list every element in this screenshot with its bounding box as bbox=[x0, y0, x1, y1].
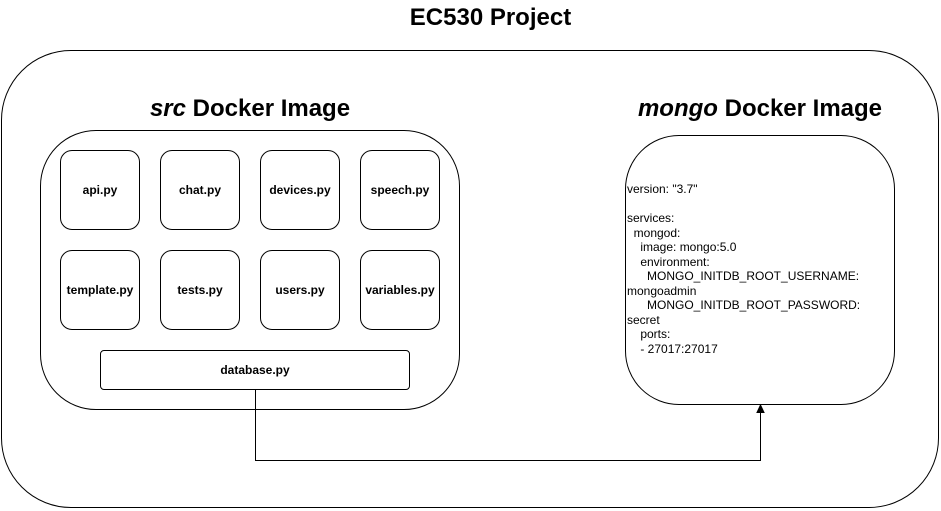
config-line: environment: bbox=[627, 254, 710, 269]
config-line: mongod: bbox=[627, 225, 681, 240]
file-database: database.py bbox=[100, 350, 410, 390]
mongo-image-title: mongo Docker Image bbox=[600, 95, 920, 123]
file-users: users.py bbox=[260, 250, 340, 330]
config-line: MONGO_INITDB_ROOT_USERNAME: bbox=[627, 269, 860, 283]
config-line: secret bbox=[627, 312, 660, 327]
src-image-name: src bbox=[149, 95, 186, 122]
file-variables: variables.py bbox=[360, 250, 440, 330]
config-line: image: mongo:5.0 bbox=[627, 240, 737, 254]
file-speech: speech.py bbox=[360, 150, 440, 230]
src-image-label: Docker Image bbox=[185, 95, 351, 122]
config-line: - 27017:27017 bbox=[627, 341, 718, 356]
file-chat: chat.py bbox=[160, 150, 240, 230]
project-container bbox=[1, 50, 939, 508]
diagram-title: EC530 Project bbox=[409, 4, 572, 31]
arrowhead-icon bbox=[756, 403, 765, 413]
config-line: mongoadmin bbox=[627, 283, 697, 298]
file-api: api.py bbox=[60, 150, 140, 230]
config-line: services: bbox=[627, 211, 675, 225]
file-template: template.py bbox=[60, 250, 140, 330]
file-devices: devices.py bbox=[260, 150, 340, 230]
config-line: MONGO_INITDB_ROOT_PASSWORD: bbox=[627, 298, 861, 312]
config-line: ports: bbox=[627, 327, 671, 341]
config-line: version: "3.7" bbox=[627, 182, 698, 196]
src-image-title: src Docker Image bbox=[40, 95, 460, 123]
mongo-config-text: version: "3.7" services: mongod: image: … bbox=[627, 182, 893, 356]
file-tests: tests.py bbox=[160, 250, 240, 330]
mongo-image-name: mongo bbox=[637, 95, 718, 122]
mongo-image-label: Docker Image bbox=[717, 95, 883, 122]
src-docker-image-box bbox=[40, 130, 460, 410]
connection-line bbox=[255, 390, 761, 461]
mongo-docker-image-box bbox=[625, 135, 895, 405]
